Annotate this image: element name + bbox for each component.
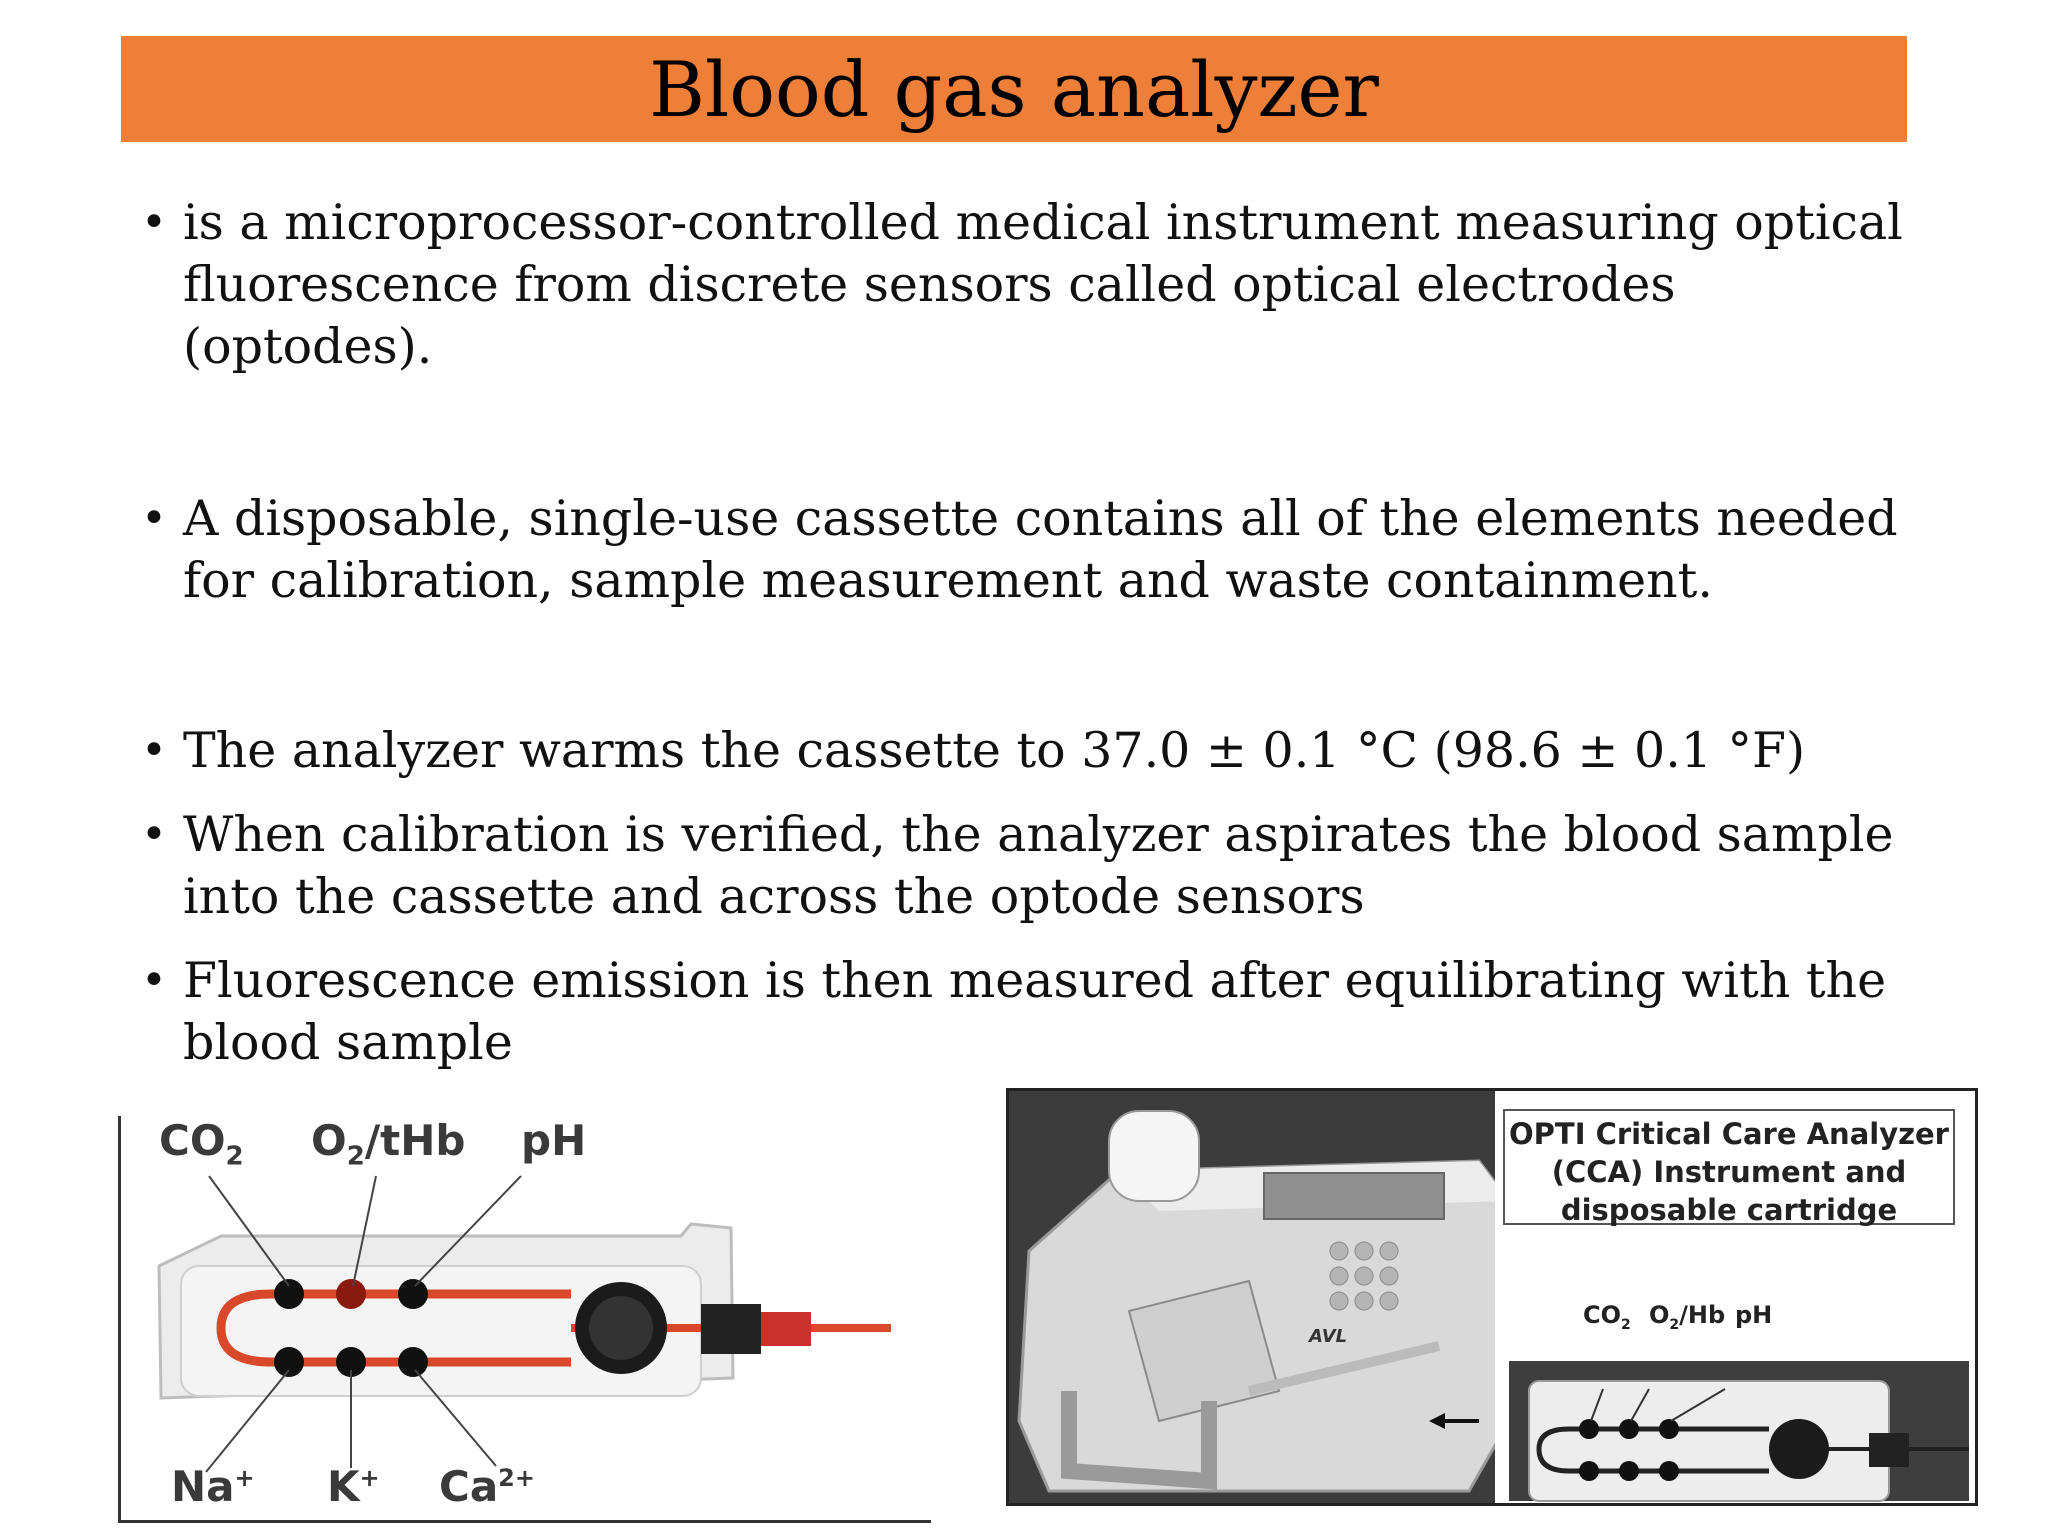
- analyzer-caption: OPTI Critical Care Analyzer (CCA) Instru…: [1503, 1109, 1955, 1227]
- brand-mark: AVL: [1309, 1326, 1348, 1347]
- bullet-item: • When calibration is verified, the anal…: [135, 804, 1915, 928]
- bullet-item: • A disposable, single-use cassette cont…: [135, 488, 1915, 612]
- bullet-item: • is a microprocessor-controlled medical…: [135, 192, 1915, 378]
- bullet-dot: •: [141, 809, 167, 860]
- bullet-dot: •: [141, 725, 167, 776]
- label-ph: pH: [521, 1116, 587, 1165]
- label-ca: Ca2+: [439, 1462, 535, 1511]
- label-co2: CO2: [159, 1116, 244, 1172]
- mini-label-o2hb: O2/Hb: [1649, 1301, 1726, 1333]
- caption-line: disposable cartridge: [1560, 1193, 1898, 1227]
- cassette-drawing: [157, 1175, 891, 1473]
- mini-label-ph: pH: [1735, 1301, 1773, 1329]
- analyzer-drawing: [1017, 1091, 1975, 1503]
- slide-title: Blood gas analyzer: [649, 44, 1379, 134]
- caption-line: OPTI Critical Care Analyzer: [1509, 1117, 1949, 1151]
- bullet-item: • The analyzer warms the cassette to 37.…: [135, 720, 1915, 782]
- bullet-text: is a microprocessor-controlled medical i…: [183, 194, 1903, 375]
- bullet-dot: •: [141, 197, 167, 248]
- mini-label-co2: CO2: [1583, 1301, 1631, 1333]
- bullet-text: Fluorescence emission is then measured a…: [183, 952, 1887, 1071]
- label-o2-thb: O2/tHb: [311, 1116, 466, 1172]
- bullet-item: • Fluorescence emission is then measured…: [135, 950, 1915, 1074]
- bullet-text: The analyzer warms the cassette to 37.0 …: [183, 722, 1806, 779]
- title-bar: Blood gas analyzer: [121, 36, 1907, 142]
- bullet-text: When calibration is verified, the analyz…: [183, 806, 1894, 925]
- analyzer-photo: AVL OPTI Critical Care Analyzer (CCA) In…: [1006, 1088, 1978, 1506]
- caption-line: (CCA) Instrument and: [1551, 1155, 1907, 1189]
- cassette-diagram: CO2 O2/tHb pH Na+ K+ Ca2+: [118, 1116, 931, 1523]
- bullet-text: A disposable, single-use cassette contai…: [183, 490, 1898, 609]
- label-k: K+: [327, 1462, 380, 1511]
- label-na: Na+: [171, 1462, 255, 1511]
- bullet-dot: •: [141, 493, 167, 544]
- cassette-channel: [216, 1289, 571, 1367]
- bullet-dot: •: [141, 955, 167, 1006]
